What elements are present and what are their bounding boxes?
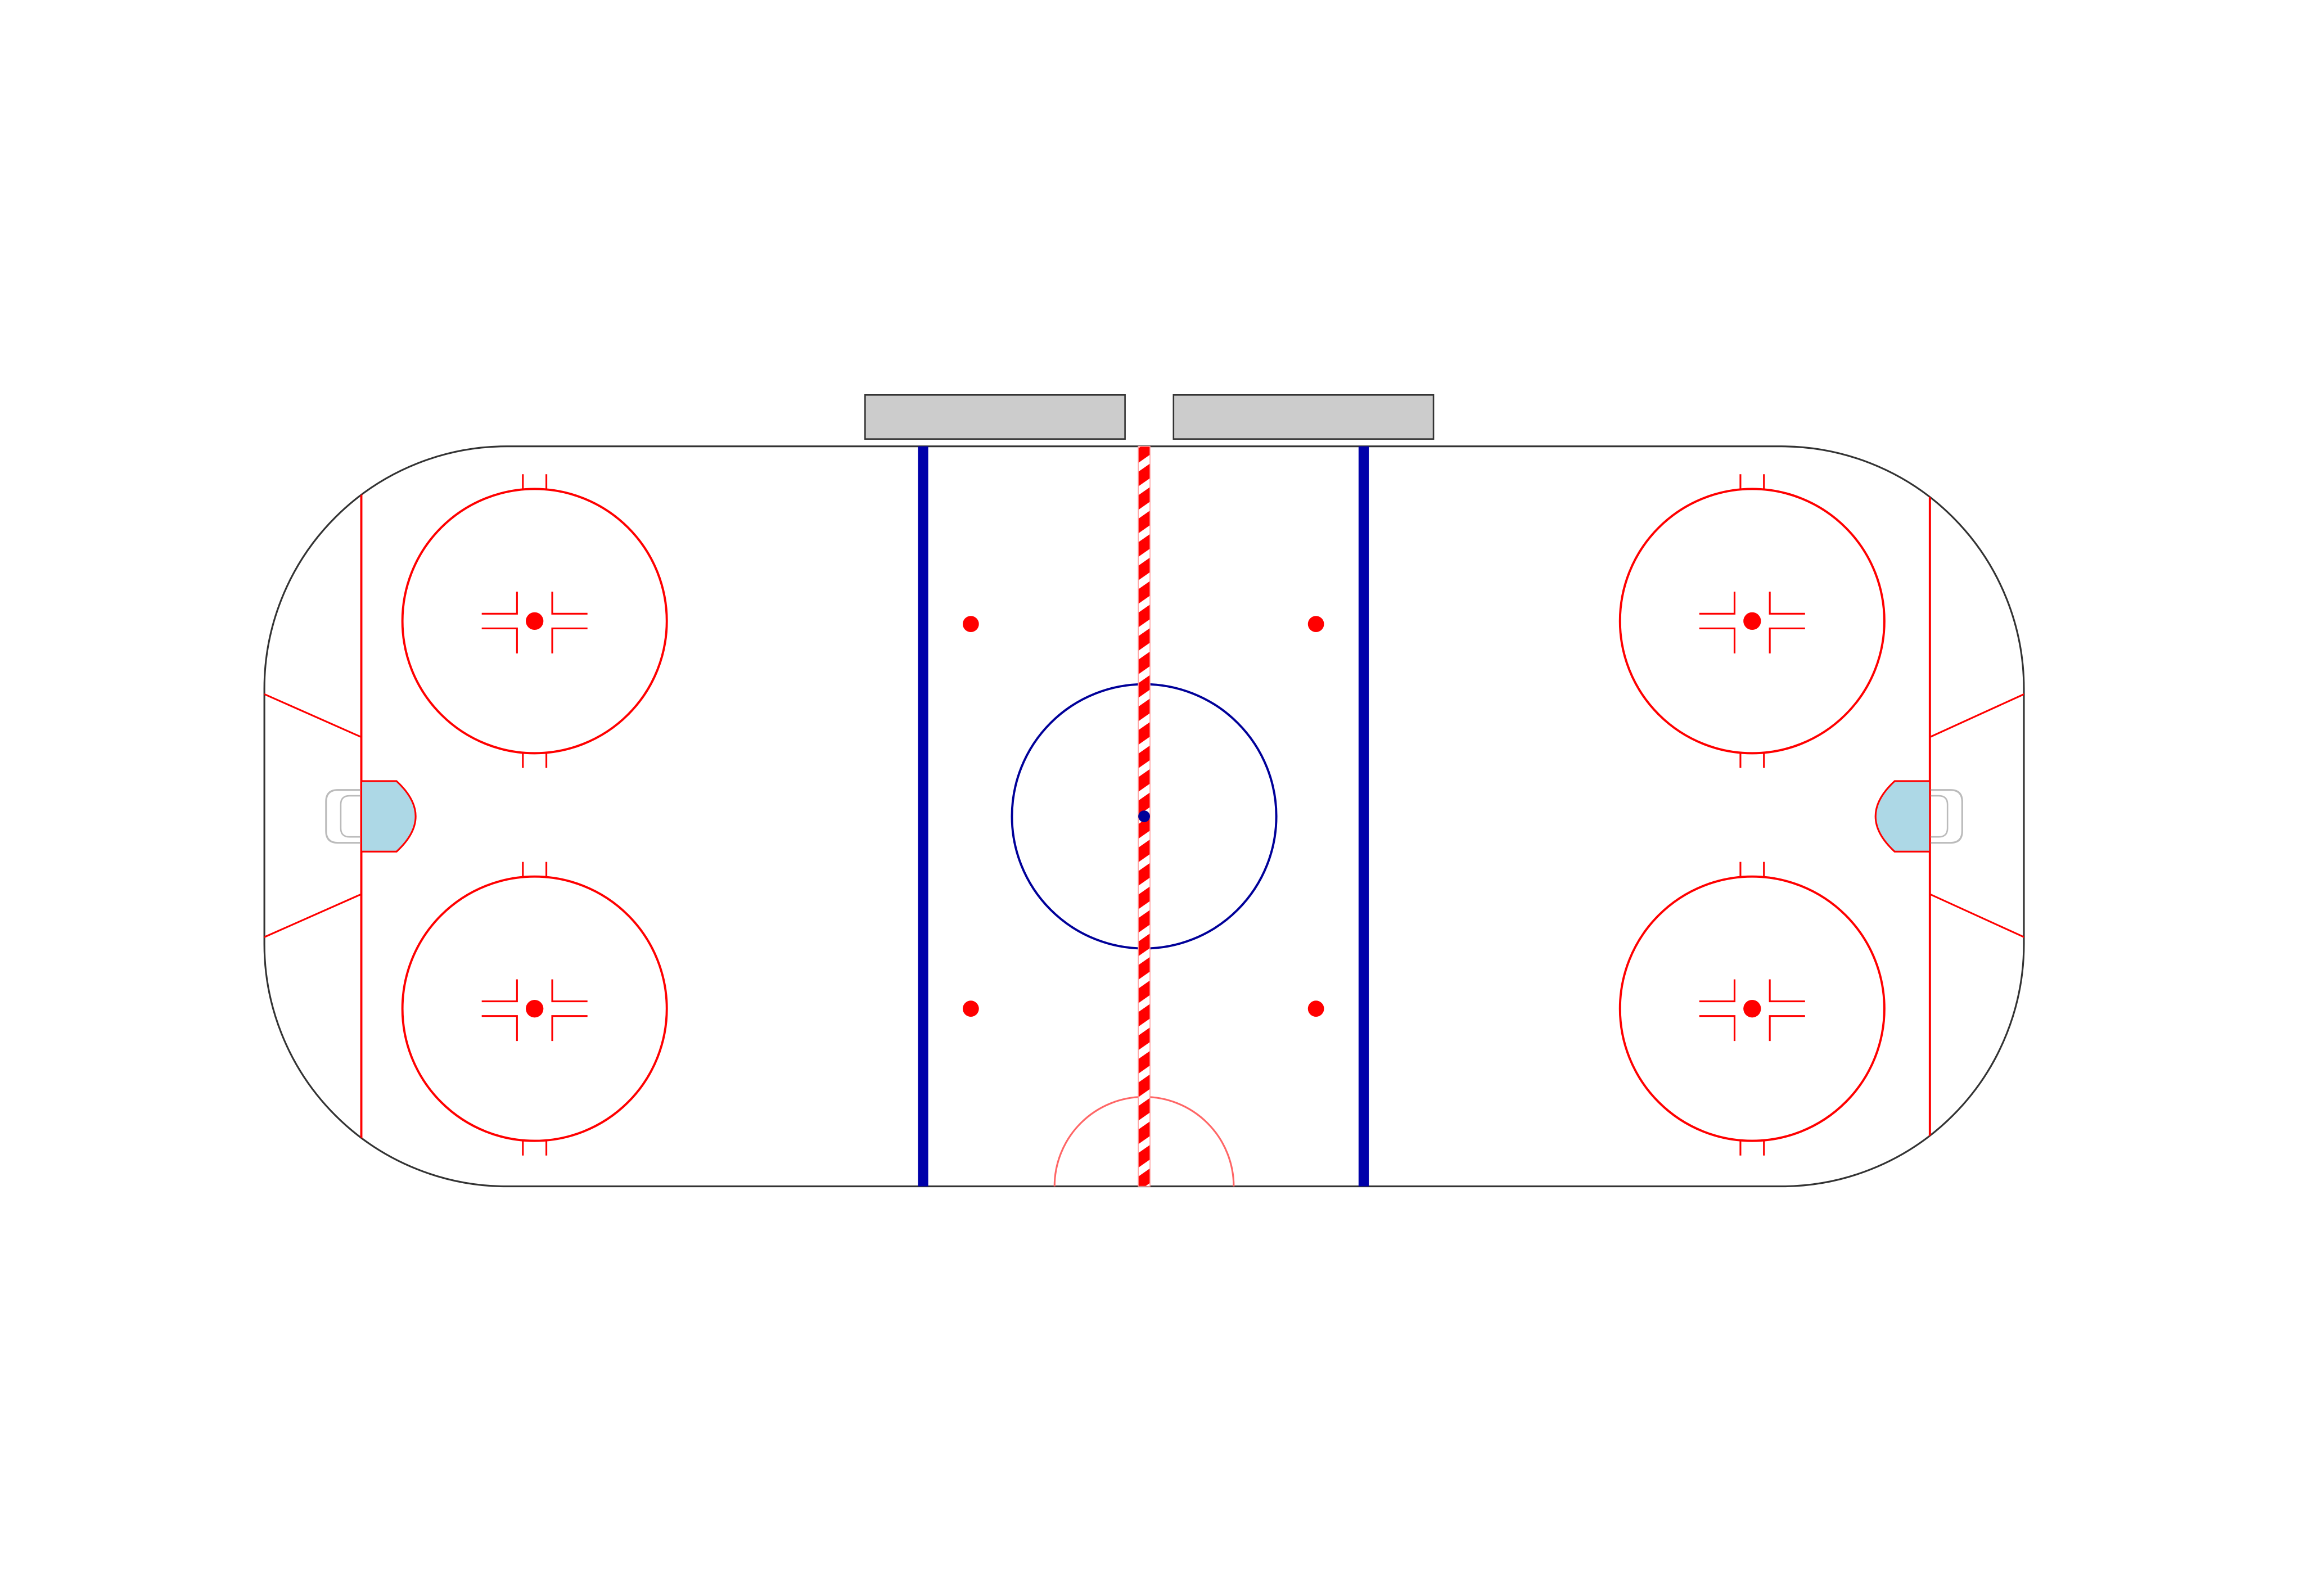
faceoff-circle-right-bottom xyxy=(1618,862,1886,1156)
goal-crease-right xyxy=(1874,780,1931,853)
center-faceoff-dot xyxy=(1138,810,1150,823)
goal-left xyxy=(325,789,362,844)
player-bench-left xyxy=(864,394,1126,440)
neutral-zone-dot xyxy=(1307,616,1324,632)
faceoff-circle-right-top xyxy=(1618,474,1886,768)
goal-right xyxy=(1929,789,1963,844)
player-bench-right xyxy=(1172,394,1435,440)
neutral-zone-dot xyxy=(963,616,979,632)
blue-line-left xyxy=(918,446,928,1187)
goal-crease-left xyxy=(360,780,417,853)
faceoff-dot xyxy=(526,999,544,1018)
faceoff-dot xyxy=(1743,612,1761,630)
trapezoid-line-left-bottom xyxy=(264,893,362,941)
trapezoid-line-left-top xyxy=(264,691,362,738)
neutral-zone-dot xyxy=(963,1000,979,1017)
blue-line-right xyxy=(1358,446,1369,1187)
trapezoid-line-right-bottom xyxy=(1929,893,2024,941)
faceoff-dot xyxy=(526,612,544,630)
faceoff-circle-left-top xyxy=(401,474,668,768)
neutral-zone-dot xyxy=(1307,1000,1324,1017)
faceoff-dot xyxy=(1743,999,1761,1018)
faceoff-circle-left-bottom xyxy=(401,862,668,1156)
trapezoid-line-right-top xyxy=(1929,691,2024,738)
